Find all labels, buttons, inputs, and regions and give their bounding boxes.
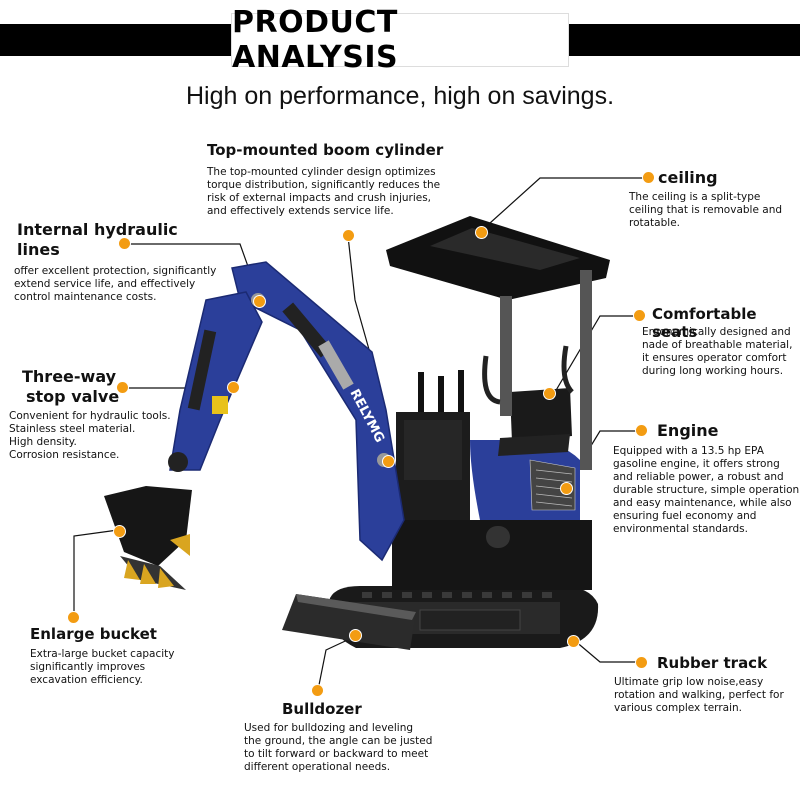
title-line: lines bbox=[17, 240, 60, 259]
desc-line: different operational needs. bbox=[244, 761, 391, 773]
ceiling-title: ceiling bbox=[658, 168, 718, 187]
leader-lines bbox=[73, 177, 650, 691]
engine-title: Engine bbox=[657, 421, 719, 440]
hydraulic-lines-title: Internal hydraulic lines bbox=[17, 220, 178, 260]
track-desc: Ultimate grip low noise,easy rotation an… bbox=[614, 676, 784, 715]
desc-line: the ground, the angle can be justed bbox=[244, 735, 433, 747]
boom-cylinder-title: Top-mounted boom cylinder bbox=[207, 141, 444, 159]
dot-seats bbox=[634, 310, 645, 321]
bulldozer-title: Bulldozer bbox=[282, 700, 362, 718]
engine-desc: Equipped with a 13.5 hp EPA gasoline eng… bbox=[613, 445, 799, 536]
desc-line: Extra-large bucket capacity bbox=[30, 648, 175, 660]
dot-ceiling-point bbox=[476, 227, 487, 238]
dot-stop-valve-point bbox=[228, 382, 239, 393]
desc-line: nade of breathable material, bbox=[642, 339, 793, 351]
desc-line: gasoline engine, it offers strong bbox=[613, 458, 780, 470]
dot-boom-point bbox=[383, 456, 394, 467]
dot-boom-cylinder bbox=[343, 230, 354, 241]
seats-title: Comfortable seats bbox=[652, 305, 757, 341]
desc-line: environmental standards. bbox=[613, 523, 748, 535]
desc-line: and effectively extends service life. bbox=[207, 205, 394, 217]
header-title-box: PRODUCT ANALYSIS bbox=[232, 5, 568, 75]
desc-line: torque distribution, significantly reduc… bbox=[207, 179, 441, 191]
desc-line: significantly improves bbox=[30, 661, 146, 673]
desc-line: rotatable. bbox=[629, 217, 680, 229]
bucket bbox=[104, 486, 192, 590]
dot-engine bbox=[636, 425, 647, 436]
track-title: Rubber track bbox=[657, 654, 768, 672]
desc-line: Used for bulldozing and leveling bbox=[244, 722, 414, 734]
bucket-desc: Extra-large bucket capacity significantl… bbox=[30, 648, 175, 687]
stop-valve-title: Three-way stop valve bbox=[22, 367, 119, 407]
desc-line: Ergonomically designed and bbox=[642, 326, 791, 338]
dot-hydraulic-point bbox=[254, 296, 265, 307]
desc-line: Convenient for hydraulic tools. bbox=[9, 410, 171, 422]
desc-line: to tilt forward or backward to meet bbox=[244, 748, 429, 760]
desc-line: it ensures operator comfort bbox=[642, 352, 787, 364]
tagline: High on performance, high on savings. bbox=[185, 82, 615, 110]
dozer-blade bbox=[282, 594, 416, 650]
dot-stop-valve bbox=[117, 382, 128, 393]
desc-line: ceiling that is removable and bbox=[629, 204, 783, 216]
desc-line: various complex terrain. bbox=[614, 702, 742, 714]
stop-valve-desc: Convenient for hydraulic tools. Stainles… bbox=[9, 410, 171, 462]
desc-line: rotation and walking, perfect for bbox=[614, 689, 784, 701]
boom-cylinder-desc: The top-mounted cylinder design optimize… bbox=[207, 166, 440, 218]
dot-bucket bbox=[68, 612, 79, 623]
canopy bbox=[386, 216, 610, 470]
ceiling-desc: The ceiling is a split-type ceiling that… bbox=[629, 191, 782, 230]
desc-line: and easy maintenance, while also bbox=[613, 497, 792, 509]
page-title: PRODUCT ANALYSIS bbox=[232, 5, 399, 75]
desc-line: risk of external impacts and crush injur… bbox=[207, 192, 432, 204]
dot-bulldozer bbox=[312, 685, 323, 696]
dot-hydraulic-lines bbox=[119, 238, 130, 249]
boom-arm bbox=[168, 261, 405, 562]
dot-track-point bbox=[568, 636, 579, 647]
desc-line: High density. bbox=[9, 436, 77, 448]
dot-track bbox=[636, 657, 647, 668]
desc-line: Ultimate grip low noise,easy bbox=[614, 676, 764, 688]
dot-seats-point bbox=[544, 388, 555, 399]
bucket-title: Enlarge bucket bbox=[30, 625, 157, 643]
desc-line: Stainless steel material. bbox=[9, 423, 136, 435]
dot-engine-point bbox=[561, 483, 572, 494]
machine-body bbox=[392, 370, 592, 590]
desc-line: The ceiling is a split-type bbox=[629, 191, 761, 203]
desc-line: control maintenance costs. bbox=[14, 291, 157, 303]
title-line: Internal hydraulic bbox=[17, 220, 178, 239]
seats-desc: Ergonomically designed and nade of breat… bbox=[642, 326, 792, 378]
desc-line: excavation efficiency. bbox=[30, 674, 143, 686]
dot-dozer-point bbox=[350, 630, 361, 641]
desc-line: Corrosion resistance. bbox=[9, 449, 120, 461]
desc-line: during long working hours. bbox=[642, 365, 784, 377]
desc-line: durable structure, simple operation bbox=[613, 484, 800, 496]
desc-line: and reliable power, a robust and bbox=[613, 471, 784, 483]
dot-bucket-point bbox=[114, 526, 125, 537]
desc-line: extend service life, and effectively bbox=[14, 278, 196, 290]
hydraulic-lines-desc: offer excellent protection, significantl… bbox=[14, 265, 216, 304]
dot-ceiling bbox=[643, 172, 654, 183]
title-line: stop valve bbox=[26, 387, 120, 406]
title-line: Three-way bbox=[22, 367, 117, 386]
desc-line: Equipped with a 13.5 hp EPA bbox=[613, 445, 764, 457]
desc-line: The top-mounted cylinder design optimize… bbox=[207, 166, 436, 178]
bulldozer-desc: Used for bulldozing and leveling the gro… bbox=[244, 722, 432, 774]
desc-line: offer excellent protection, significantl… bbox=[14, 265, 217, 277]
desc-line: ensuring fuel economy and bbox=[613, 510, 757, 522]
